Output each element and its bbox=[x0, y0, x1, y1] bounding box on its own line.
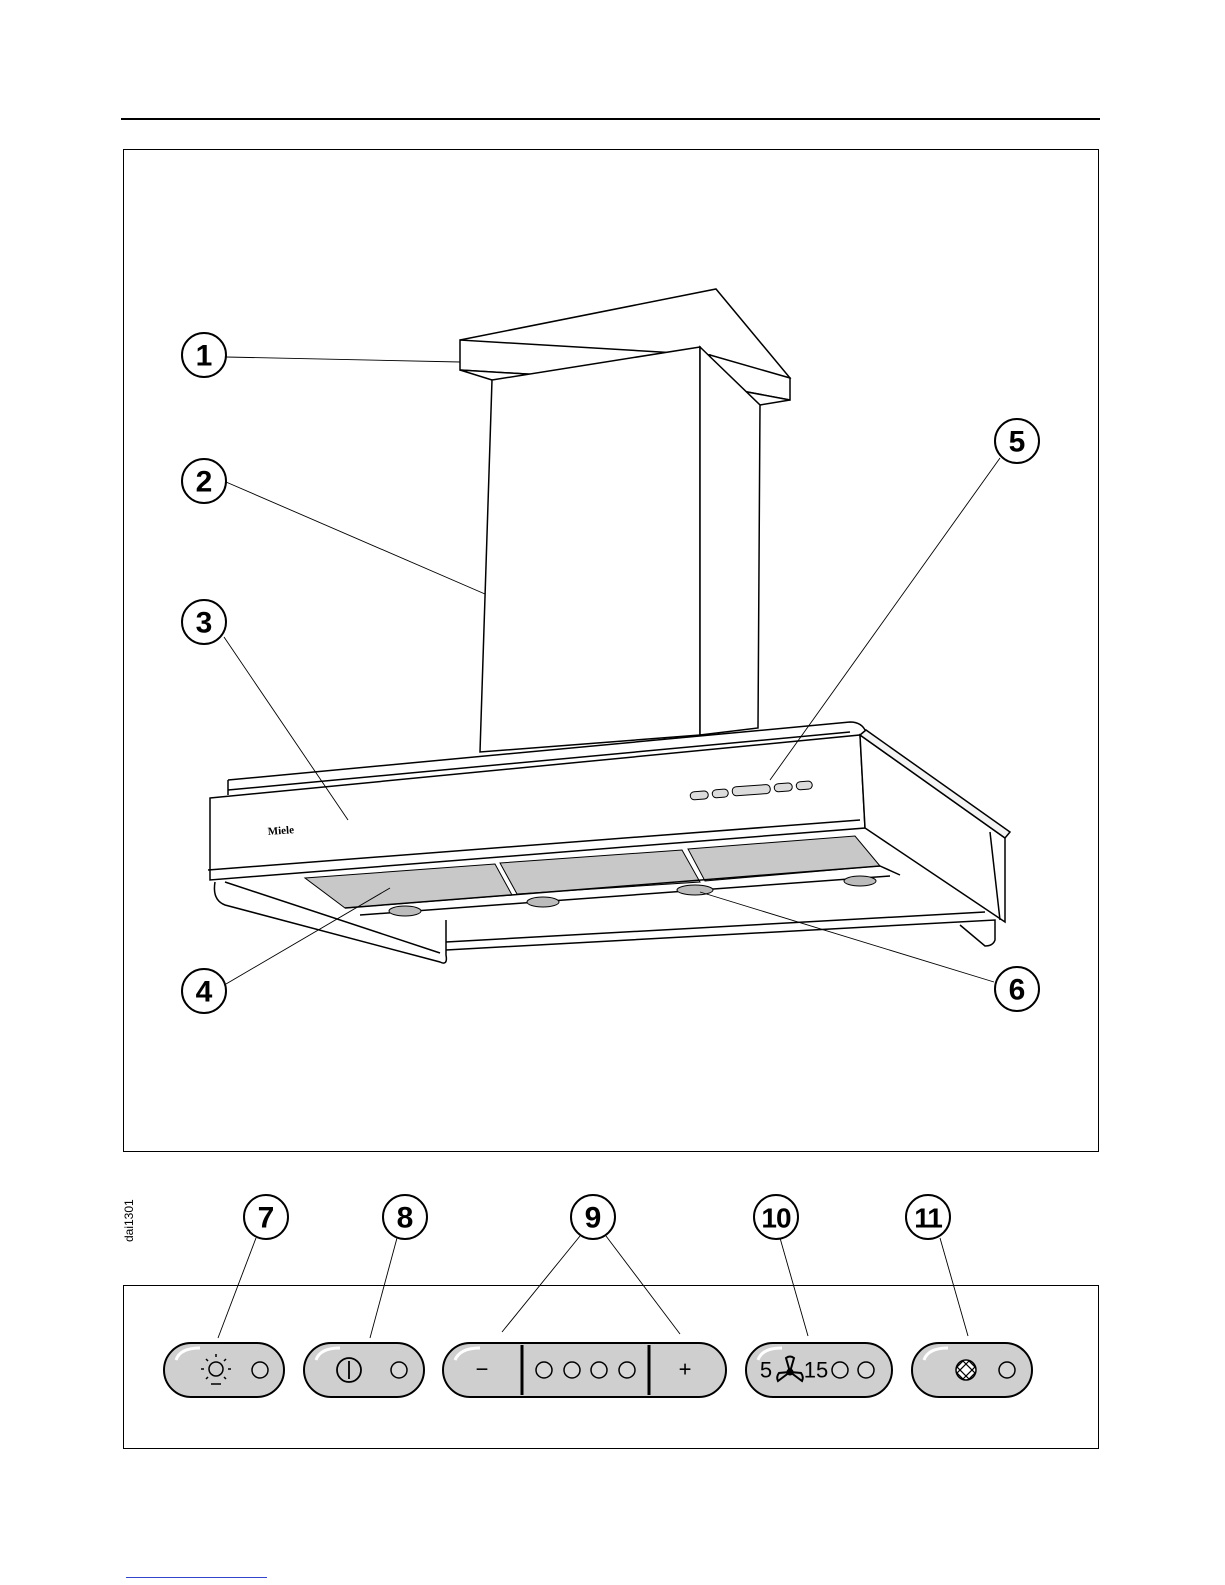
svg-text:7: 7 bbox=[258, 1202, 275, 1235]
svg-text:11: 11 bbox=[914, 1203, 942, 1234]
callout-9: 9 bbox=[571, 1195, 615, 1239]
figure-code: dai1301 bbox=[122, 1202, 146, 1242]
svg-text:9: 9 bbox=[585, 1202, 602, 1235]
brand-logo-text: Miele bbox=[267, 824, 294, 838]
callout-2: 2 bbox=[182, 459, 226, 503]
svg-text:5: 5 bbox=[1009, 426, 1026, 459]
control-panel-frame bbox=[123, 1285, 1099, 1449]
callout-1: 1 bbox=[182, 333, 226, 377]
callout-10: 10 bbox=[754, 1195, 798, 1239]
chimney-duct bbox=[480, 347, 760, 752]
svg-text:1: 1 bbox=[196, 340, 213, 373]
callout-11: 11 bbox=[906, 1195, 950, 1239]
callout-5: 5 bbox=[995, 419, 1039, 463]
callout-4: 4 bbox=[182, 969, 226, 1013]
svg-text:6: 6 bbox=[1009, 974, 1026, 1007]
svg-text:4: 4 bbox=[196, 976, 213, 1009]
svg-text:8: 8 bbox=[397, 1202, 414, 1235]
footer-link-underline[interactable] bbox=[126, 1577, 267, 1578]
callout-7: 7 bbox=[244, 1195, 288, 1239]
callout-3: 3 bbox=[182, 600, 226, 644]
svg-text:10: 10 bbox=[761, 1203, 791, 1234]
callout-6: 6 bbox=[995, 967, 1039, 1011]
svg-text:2: 2 bbox=[196, 466, 213, 499]
callout-8: 8 bbox=[383, 1195, 427, 1239]
svg-text:3: 3 bbox=[196, 607, 213, 640]
